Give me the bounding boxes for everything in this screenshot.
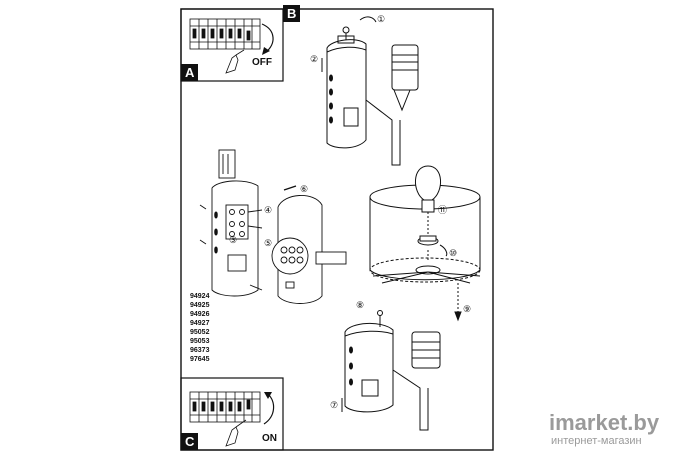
twist-arrow-icon	[439, 244, 448, 257]
step-6-label: ⑥	[300, 184, 308, 194]
step-1-label: ①	[377, 14, 385, 24]
wall-lamp-top	[326, 26, 419, 166]
model-code: 96373	[190, 347, 210, 354]
panel-c-state-label: ON	[262, 433, 277, 444]
terminal-block-detail	[271, 195, 347, 304]
panel-a-tag-letter: A	[185, 65, 195, 80]
step-10-label: ⑩	[449, 248, 457, 258]
step-3-label: ③	[229, 235, 237, 245]
model-code: 94924	[190, 293, 210, 300]
panel-a-switch-off: OFF A	[180, 8, 284, 82]
panel-c-box	[180, 377, 284, 451]
hand-icon	[225, 49, 245, 74]
panel-a-tag	[181, 64, 198, 81]
rotate-arrow-icon	[359, 16, 377, 23]
step-4-label: ④	[264, 205, 272, 215]
watermark-brand: imarket.by	[549, 410, 660, 435]
sheet-frame	[180, 8, 494, 451]
mount-arrow-icon	[283, 185, 297, 191]
rotate-down-arrow-icon	[261, 23, 274, 53]
model-code: 94925	[190, 302, 210, 309]
model-code: 95052	[190, 329, 210, 336]
breaker-row-icon	[189, 391, 261, 423]
wall-lamp-bottom	[344, 310, 441, 431]
watermark: imarket.by интернет-магазин	[549, 410, 660, 447]
panel-c-tag-letter: C	[185, 434, 195, 449]
model-code-list: 94924 94925 94926 94927 95052 95053 9637…	[190, 293, 210, 363]
watermark-tagline: интернет-магазин	[551, 435, 642, 447]
lampshade-assembly	[369, 165, 481, 322]
model-code: 95053	[190, 338, 210, 345]
panel-b-tag	[283, 5, 300, 22]
model-code: 94926	[190, 311, 210, 318]
panel-b-tag-letter: B	[287, 6, 296, 21]
step-2-label: ②	[310, 54, 318, 64]
panel-c-tag	[181, 433, 198, 450]
wiring-diagram	[199, 149, 263, 297]
step-5-label: ⑤	[264, 238, 272, 248]
step-11-label: ⑪	[438, 205, 447, 215]
step-8-label: ⑧	[356, 300, 364, 310]
step-9-label: ⑨	[463, 304, 471, 314]
breaker-row-icon	[189, 18, 261, 50]
model-code: 97645	[190, 356, 210, 363]
rotate-up-arrow-icon	[263, 393, 275, 425]
panel-c-switch-on: ON C	[180, 377, 284, 451]
panel-a-box	[180, 8, 284, 82]
model-code: 94927	[190, 320, 210, 327]
hand-icon	[225, 419, 247, 447]
panel-a-state-label: OFF	[252, 57, 272, 68]
step-7-label: ⑦	[330, 400, 338, 410]
